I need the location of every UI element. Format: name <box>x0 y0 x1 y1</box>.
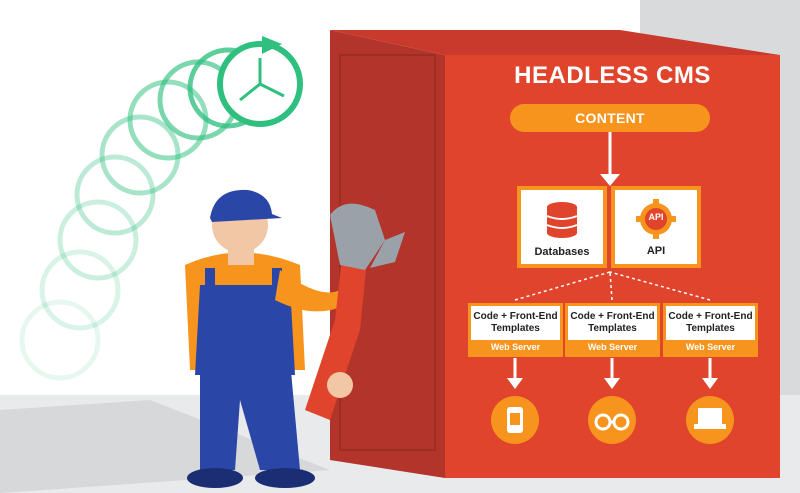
api-badge: API <box>648 212 664 222</box>
template-label-line1: Code + Front-End <box>473 311 558 322</box>
database-icon <box>546 202 578 238</box>
api-box: API API <box>611 186 701 268</box>
api-label: API <box>646 245 666 257</box>
laptop-icon <box>686 396 734 444</box>
web-server-label: Web Server <box>471 340 560 354</box>
template-label: Code + Front-End Templates <box>471 306 560 340</box>
template-box-2: Code + Front-End Templates Web Server <box>565 303 660 357</box>
device-arrows <box>507 358 718 389</box>
api-links <box>514 271 711 301</box>
clock-icon <box>217 36 303 127</box>
template-label-line1: Code + Front-End <box>668 311 753 322</box>
cabinet-top <box>330 30 780 55</box>
template-label-line2: Templates <box>686 323 735 334</box>
template-label-line2: Templates <box>588 323 637 334</box>
template-label: Code + Front-End Templates <box>666 306 755 340</box>
databases-label: Databases <box>534 246 590 258</box>
floor-shadow <box>0 400 330 493</box>
template-label: Code + Front-End Templates <box>568 306 657 340</box>
api-gear-icon: API <box>636 199 676 239</box>
web-server-label: Web Server <box>666 340 755 354</box>
diagram-title: HEADLESS CMS <box>514 62 711 89</box>
template-label-line1: Code + Front-End <box>570 311 655 322</box>
template-box-3: Code + Front-End Templates Web Server <box>663 303 758 357</box>
template-label-line2: Templates <box>491 323 540 334</box>
content-pill: CONTENT <box>510 104 710 132</box>
template-box-1: Code + Front-End Templates Web Server <box>468 303 563 357</box>
web-server-label: Web Server <box>568 340 657 354</box>
smartwatch-icon <box>491 396 539 444</box>
worker-illustration <box>185 189 405 488</box>
smart-glasses-icon <box>588 396 636 444</box>
databases-box: Databases <box>517 186 607 268</box>
